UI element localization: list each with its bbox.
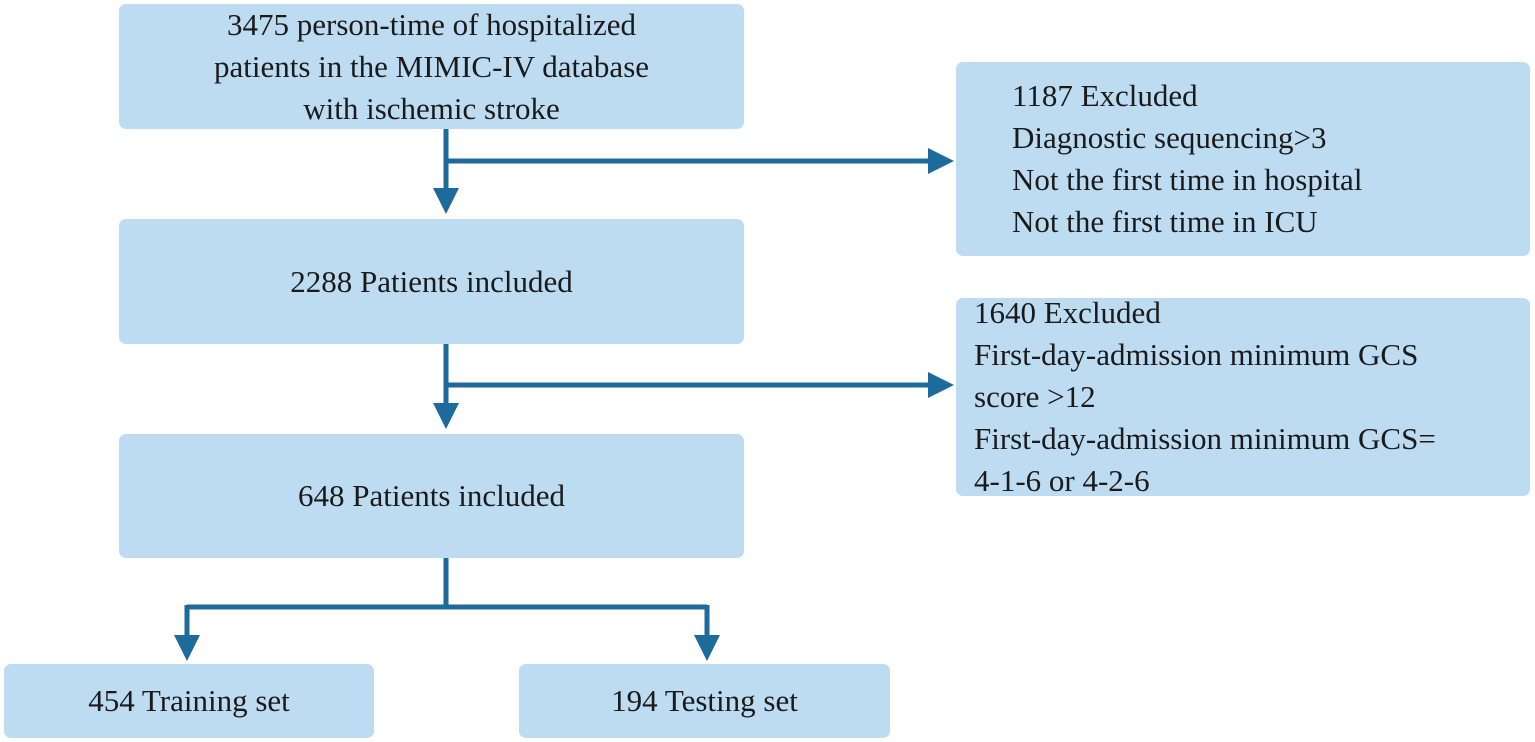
included-1-line: 2288 Patients included [290,263,573,299]
exclusion-box-2: 1640 Excluded First-day-admission minimu… [956,295,1530,498]
exclusion-2-line: First-day-admission minimum GCS= [974,421,1436,456]
arrowhead-right-exclusion-1 [928,148,954,174]
testing-set-label: 194 Testing set [611,683,798,718]
arrowhead-down-testing [694,635,720,661]
exclusion-box-1: 1187 Excluded Diagnostic sequencing>3 No… [956,62,1530,256]
included-box-1: 2288 Patients included [119,219,744,344]
exclusion-1-line: Not the first time in hospital [1012,162,1363,197]
cohort-line: 3475 person-time of hospitalized [227,6,636,42]
arrowhead-down-training [174,635,200,661]
exclusion-2-line: score >12 [974,379,1096,414]
training-set-box: 454 Training set [4,664,374,738]
arrowhead-right-exclusion-2 [928,372,954,398]
cohort-box: 3475 person-time of hospitalized patient… [119,4,744,129]
exclusion-2-line: 1640 Excluded [974,295,1161,330]
training-set-label: 454 Training set [88,683,290,718]
arrowhead-down-included-2 [433,403,459,429]
exclusion-2-line: First-day-admission minimum GCS [974,337,1419,372]
cohort-line: patients in the MIMIC-IV database [213,48,650,84]
exclusion-1-line: Diagnostic sequencing>3 [1012,120,1327,155]
exclusion-2-line: 4-1-6 or 4-2-6 [974,463,1150,498]
included-2-line: 648 Patients included [298,478,565,513]
arrowhead-down-included-1 [433,188,459,214]
cohort-line: with ischemic stroke [303,90,560,126]
included-box-2: 648 Patients included [119,434,744,558]
exclusion-1-line: Not the first time in ICU [1012,204,1318,239]
exclusion-1-line: 1187 Excluded [1012,78,1198,113]
testing-set-box: 194 Testing set [519,664,890,738]
